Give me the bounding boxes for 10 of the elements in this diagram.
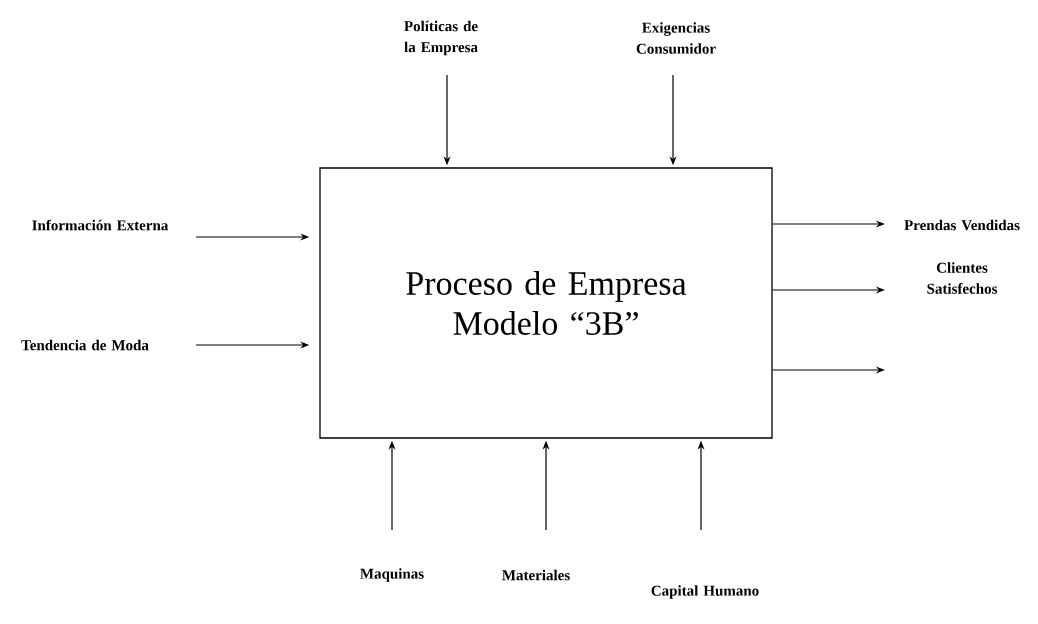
input-label: Políticas de la Empresa — [404, 20, 478, 56]
input-label: Información Externa — [32, 219, 169, 231]
process-box: Proceso de Empresa Modelo “3B” — [319, 167, 773, 439]
input-label: Tendencia de Moda — [21, 339, 149, 351]
input-label: Materiales — [502, 569, 570, 581]
input-label: Exigencias Consumidor — [636, 22, 716, 54]
input-label: Clientes Satisfechos — [927, 262, 998, 294]
input-label: Maquinas — [360, 568, 424, 582]
input-label: Prendas Vendidas — [904, 219, 1020, 231]
input-label: Capital Humano — [651, 585, 759, 599]
